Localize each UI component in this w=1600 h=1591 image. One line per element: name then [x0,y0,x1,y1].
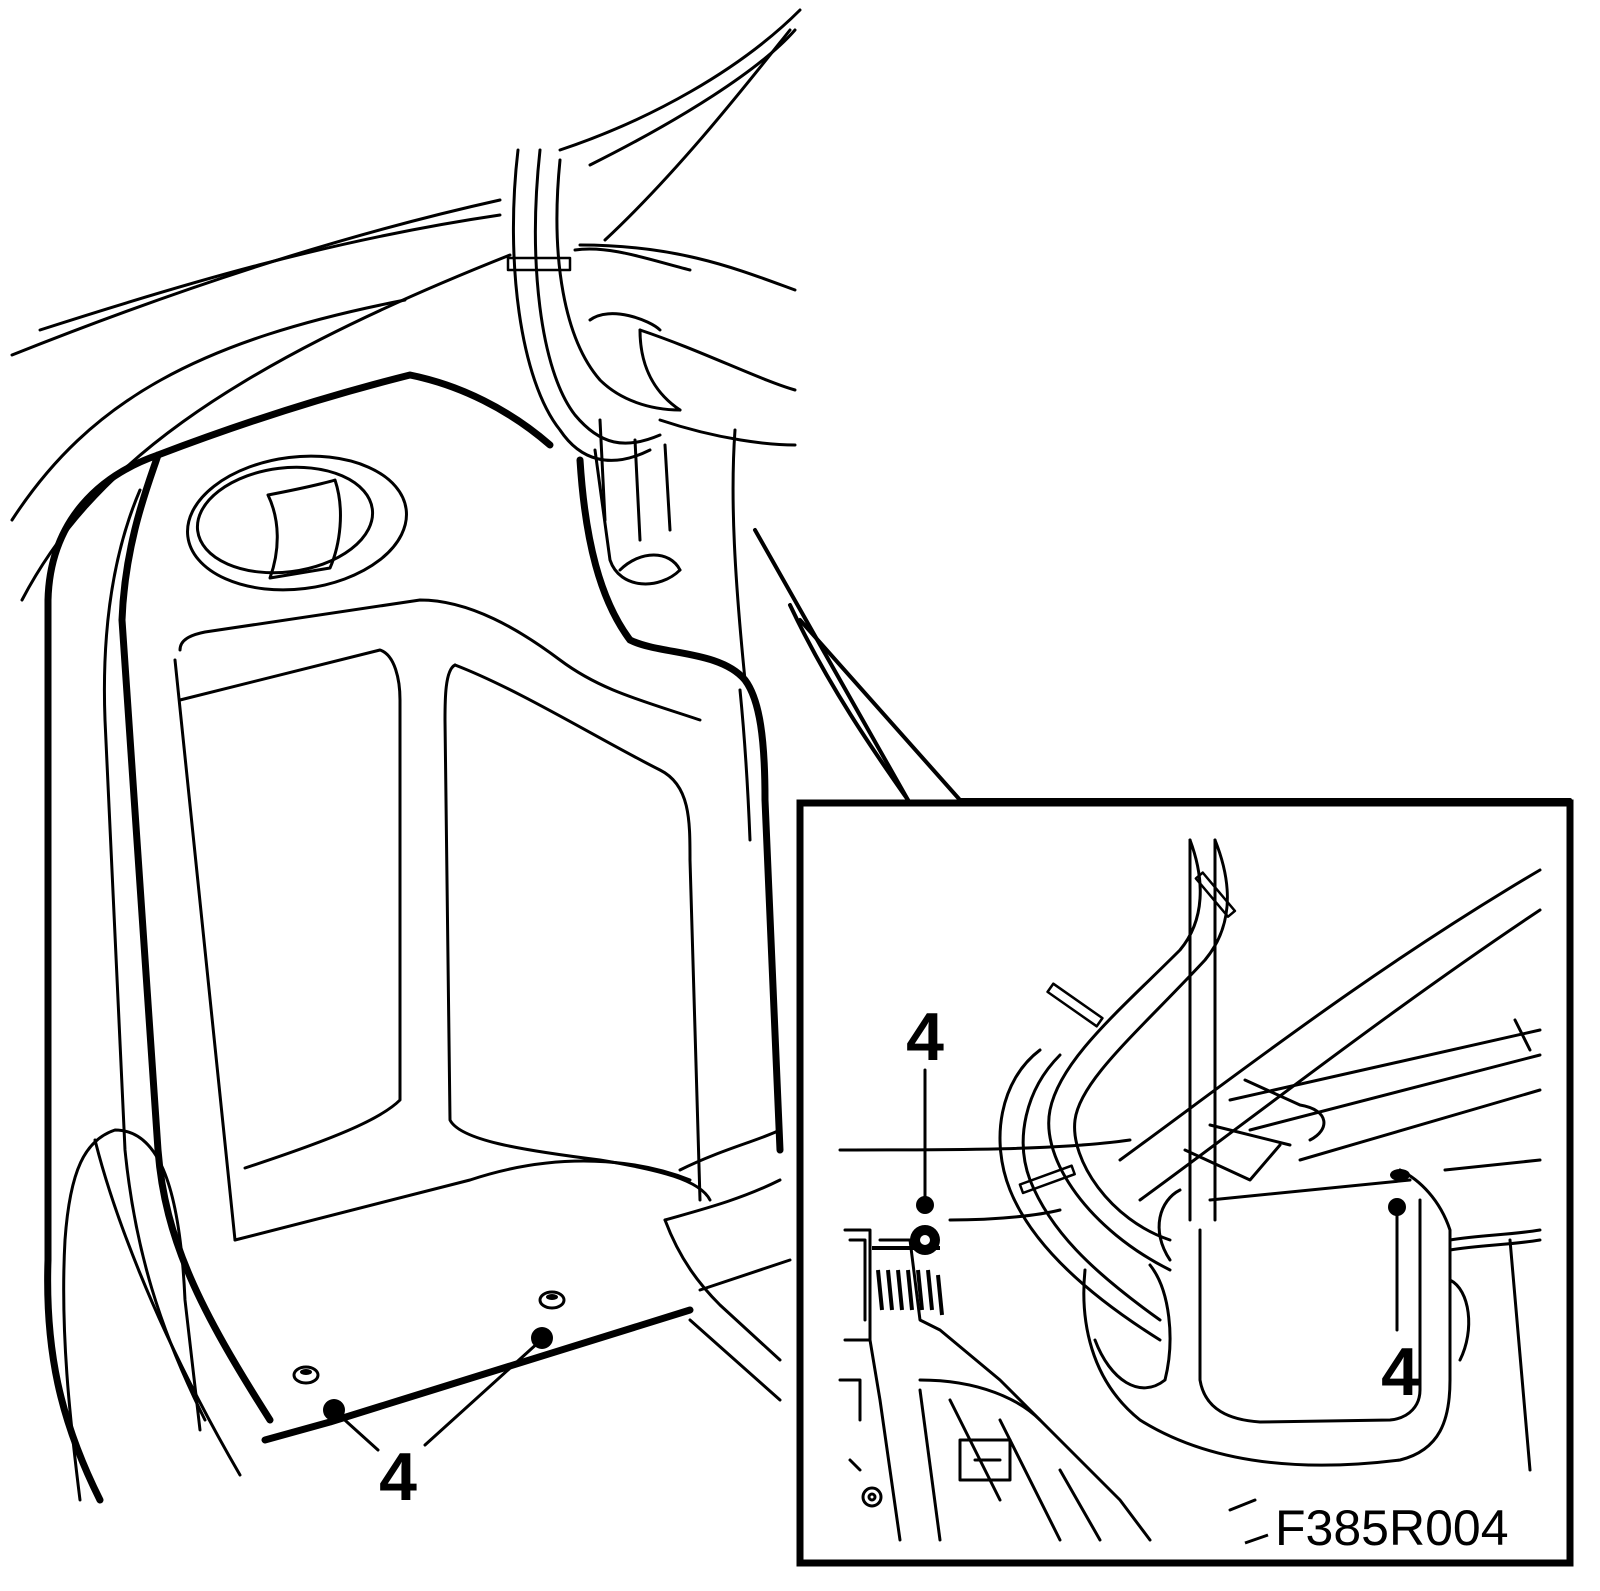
fastener-left [292,1365,345,1421]
wiring-harness [506,148,692,462]
inset-callout-leaders [923,1068,1399,1332]
seat-back-inner-lines [62,428,752,1502]
inset-frame [796,799,1574,1567]
seat-handle-recess [186,454,408,592]
inset-small-bolt [861,1486,883,1508]
inset-fastener-right [1388,1169,1410,1216]
fastener-middle [531,1290,566,1349]
figure-code-dash [1244,1533,1269,1545]
callout-label-main: 4 [379,1439,417,1515]
inset-pointer [753,528,1572,802]
inset-callout-label-left: 4 [906,999,944,1075]
inset-callout-label-right: 4 [1381,1334,1419,1410]
main-view: 4 [10,8,802,1515]
inset-fastener-left [910,1196,940,1255]
seat-frame-panels [173,418,792,1402]
seat-back-outline [44,371,784,1504]
callout-leaders-main [335,1339,542,1452]
inset-view: 4 4 F385R004 [753,528,1574,1567]
figure-code: F385R004 [1275,1500,1509,1556]
inset-detail-lines [838,838,1542,1542]
